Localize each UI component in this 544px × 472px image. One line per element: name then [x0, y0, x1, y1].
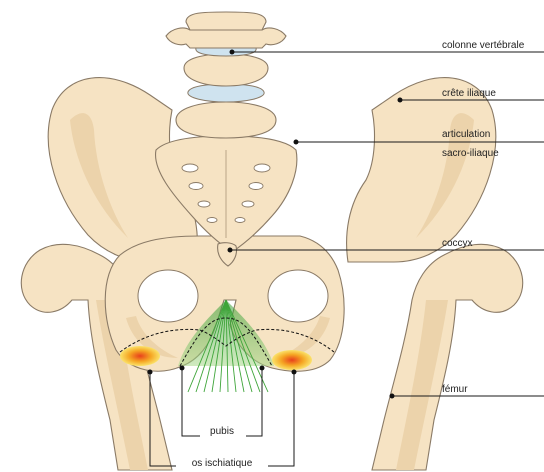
- lumbar-spine: [166, 12, 286, 138]
- label-coccyx: coccyx: [442, 238, 473, 249]
- label-os-ischiatique: os ischiatique: [192, 458, 253, 469]
- ischial-hotspot-right: [272, 350, 312, 370]
- obturator-foramen-right: [268, 270, 328, 322]
- femur-right: [372, 244, 523, 470]
- label-pubis: pubis: [210, 426, 234, 437]
- obturator-foramen-left: [138, 270, 198, 322]
- label-articulation: articulation: [442, 129, 490, 140]
- label-crete-iliaque: crête iliaque: [442, 88, 496, 99]
- label-colonne-vertebrale: colonne vertébrale: [442, 40, 525, 51]
- label-femur: fémur: [442, 384, 468, 395]
- label-sacro-iliaque: sacro-iliaque: [442, 148, 499, 159]
- ilium-right: [347, 78, 496, 262]
- ischial-hotspot-left: [120, 346, 160, 366]
